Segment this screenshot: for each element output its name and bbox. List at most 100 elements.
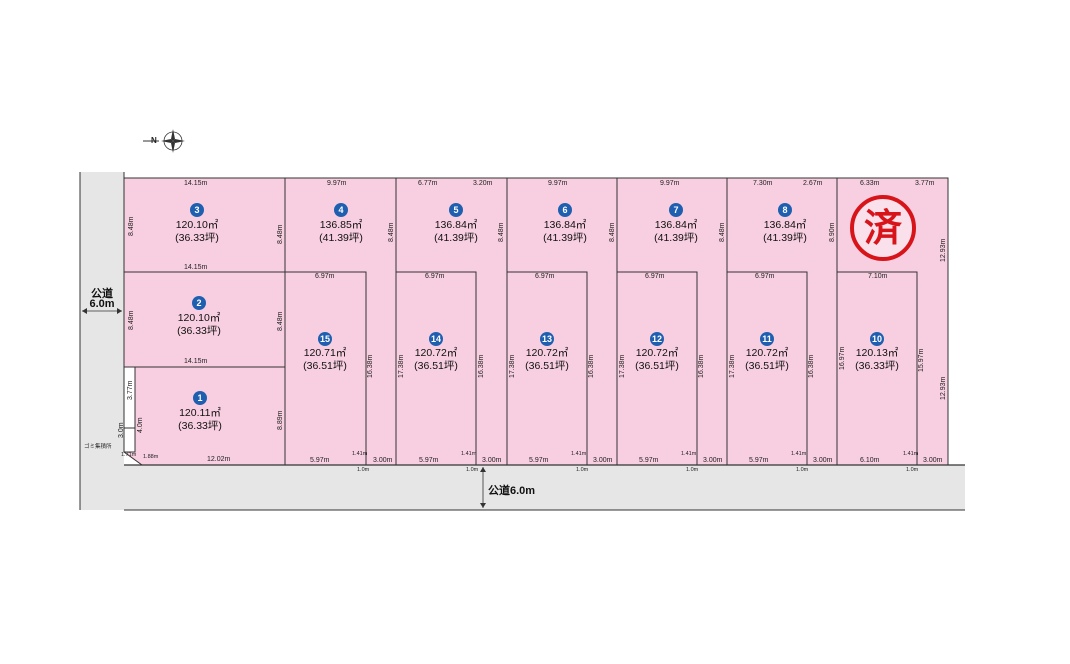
dim-lot-10-bottom: 6.10m [860, 457, 880, 464]
dim-lot-4-flag: 3.00m [373, 457, 393, 464]
lot-3-area: 120.10㎡ [175, 219, 219, 231]
lot-4-number: 4 [334, 203, 348, 217]
dim-lot-2-left: 8.48m [128, 310, 135, 330]
lot-11-number: 11 [760, 332, 774, 346]
dim-lot-12-bottom: 5.97m [639, 457, 659, 464]
dim-lot-9-flag: 3.00m [923, 457, 943, 464]
dim-lot-10-right: 15.97m [918, 348, 925, 372]
lot-3-tsubo: (36.33坪) [175, 232, 219, 244]
dim-cut-13: 1.0m [576, 467, 589, 473]
lot-6-number: 6 [558, 203, 572, 217]
lot-12-tsubo: (36.51坪) [635, 360, 679, 372]
lot-13-tsubo: (36.51坪) [525, 360, 569, 372]
dim-corner-15: 1.41m [352, 451, 368, 457]
dim-lot-10-outer: 12.93m [940, 376, 947, 400]
dim-lot-8-top-b: 2.67m [803, 180, 823, 187]
dim-corner-b: 1.88m [143, 454, 159, 460]
lot-1-area: 120.11㎡ [179, 407, 221, 419]
dim-corner-12: 1.41m [681, 451, 697, 457]
dim-corner-14: 1.41m [461, 451, 477, 457]
dim-lot-14-bottom: 5.97m [419, 457, 439, 464]
sold-stamp-lot-9: 済 [850, 195, 916, 261]
dim-garbage-inner: 4.0m [137, 417, 144, 433]
dim-cut-11: 1.0m [796, 467, 809, 473]
lot-8-number: 8 [778, 203, 792, 217]
dim-lot-8-top-a: 7.30m [753, 180, 773, 187]
dim-lot-2-top: 14.15m [184, 264, 208, 271]
dim-lot-14-top: 6.97m [425, 273, 445, 280]
dim-lot-11-top: 6.97m [755, 273, 775, 280]
dim-lot-9-right: 12.93m [940, 238, 947, 262]
lot-5-number: 5 [449, 203, 463, 217]
lot-10-number: 10 [870, 332, 884, 346]
dim-lot-12-right: 16.38m [698, 354, 705, 378]
dim-lot-8-flag: 3.00m [813, 457, 833, 464]
compass-rose-icon [143, 129, 185, 153]
dim-lot-7-right: 8.48m [719, 222, 726, 242]
dim-lot-12-left: 17.38m [619, 354, 626, 378]
dim-lot-15-right: 16.38m [367, 354, 374, 378]
lot-2-area: 120.10㎡ [177, 312, 221, 324]
lot-8-tsubo: (41.39坪) [763, 232, 807, 244]
lot-10-area: 120.13㎡ [855, 347, 899, 359]
dim-lot-10-top: 7.10m [868, 273, 888, 280]
compass-label: N [151, 136, 157, 145]
dim-lot-5-flag: 3.00m [482, 457, 502, 464]
lot-15-number: 15 [318, 332, 332, 346]
dim-cut-12: 1.0m [686, 467, 699, 473]
dim-lot-3-left: 8.48m [128, 216, 135, 236]
dim-cut-15: 1.0m [357, 467, 370, 473]
west-road-width: 6.0m [89, 298, 115, 310]
west-road [80, 172, 124, 510]
dim-lot-1-bottom: 12.02m [207, 456, 231, 463]
dim-lot-5-right: 8.48m [498, 222, 505, 242]
dim-corner-10: 1.41m [903, 451, 919, 457]
dim-lot-4-right: 8.48m [388, 222, 395, 242]
lot-2-number: 2 [192, 296, 206, 310]
dim-corner-a: 1.71m [121, 452, 137, 458]
lot-7-number: 7 [669, 203, 683, 217]
lot-14-tsubo: (36.51坪) [414, 360, 458, 372]
dim-lot-13-bottom: 5.97m [529, 457, 549, 464]
dim-lot-1-top: 14.15m [184, 358, 208, 365]
dim-lot-2-right: 8.48m [277, 311, 284, 331]
lot-4-tsubo: (41.39坪) [319, 232, 363, 244]
dim-corner-11: 1.41m [791, 451, 807, 457]
dim-lot-11-left: 17.38m [729, 354, 736, 378]
lot-13-area: 120.72㎡ [525, 347, 569, 359]
dim-lot-13-top: 6.97m [535, 273, 555, 280]
dim-lot-3-top: 14.15m [184, 180, 208, 187]
dim-lot-14-left: 17.38m [398, 354, 405, 378]
lot-12-number: 12 [650, 332, 664, 346]
lot-7-tsubo: (41.39坪) [654, 232, 698, 244]
dim-lot-4-top: 9.97m [327, 180, 347, 187]
dim-lot-14-right: 16.38m [478, 354, 485, 378]
west-road-name: 公道 [91, 288, 113, 300]
dim-lot-1-right: 8.89m [277, 410, 284, 430]
dim-lot-15-bottom: 5.97m [310, 457, 330, 464]
dim-lot-10-left: 16.97m [839, 346, 846, 370]
dim-garbage-height: 3.0m [118, 422, 125, 438]
lot-14-number: 14 [429, 332, 443, 346]
dim-lot-8-right: 8.90m [829, 222, 836, 242]
dim-lot-11-right: 16.38m [808, 354, 815, 378]
lot-10-tsubo: (36.33坪) [855, 360, 899, 372]
south-road-label: 公道6.0m [488, 485, 536, 497]
lot-3-number: 3 [190, 203, 204, 217]
dim-lot-7-top: 9.97m [660, 180, 680, 187]
dim-lot-6-flag: 3.00m [593, 457, 613, 464]
dim-lot-13-left: 17.38m [509, 354, 516, 378]
dim-lot-7-flag: 3.00m [703, 457, 723, 464]
lot-5-area: 136.84㎡ [434, 219, 478, 231]
lot-2-tsubo: (36.33坪) [177, 325, 221, 337]
lot-14-area: 120.72㎡ [414, 347, 458, 359]
lot-7-area: 136.84㎡ [654, 219, 698, 231]
dim-lot-9-top-b: 3.77m [915, 180, 935, 187]
lot-6-tsubo: (41.39坪) [543, 232, 587, 244]
lot-11-tsubo: (36.51坪) [745, 360, 789, 372]
lot-13-number: 13 [540, 332, 554, 346]
dim-lot-5-top-b: 3.20m [473, 180, 493, 187]
lot-15-area: 120.71㎡ [303, 347, 347, 359]
dim-lot-11-bottom: 5.97m [749, 457, 769, 464]
